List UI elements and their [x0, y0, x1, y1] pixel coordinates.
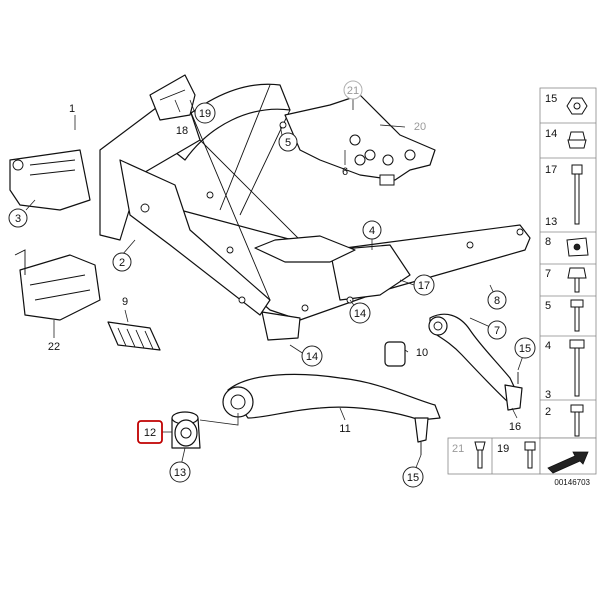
callout-14b: 14 — [354, 308, 366, 320]
panel-item-13: 13 — [545, 216, 557, 228]
callout-3-circle — [8, 208, 28, 228]
callout-6: 6 — [342, 166, 348, 178]
skid-plate — [107, 321, 161, 351]
callout-16: 16 — [509, 421, 521, 433]
callout-7: 7 — [494, 325, 500, 337]
panel-item-15: 15 — [545, 93, 557, 105]
tension-strut — [428, 313, 523, 411]
left-bracket — [9, 149, 91, 211]
callout-21-circle — [343, 80, 363, 100]
direction-arrow-icon — [547, 451, 589, 474]
callout-2-circle — [112, 252, 132, 272]
lower-control-arm — [222, 373, 441, 455]
callout-3: 3 — [15, 213, 21, 225]
callout-18: 18 — [176, 125, 188, 137]
callout-13-circle — [169, 461, 191, 483]
callout-15b: 15 — [407, 472, 419, 484]
panel-item-17: 17 — [545, 164, 557, 176]
panel-item-8: 8 — [545, 236, 551, 248]
rubber-stop — [384, 341, 406, 367]
callout-17-circle — [413, 274, 435, 296]
long-bolt-icon — [571, 164, 583, 175]
socket-bolt-icon — [570, 404, 584, 413]
bottom-hardware-row: 21 19 — [447, 437, 541, 475]
push-clip-icon — [474, 441, 486, 451]
callout-4: 4 — [369, 225, 375, 237]
panel-item-21: 21 — [452, 443, 464, 455]
callout-10: 10 — [416, 347, 428, 359]
callout-12: 12 — [144, 427, 156, 439]
hex-bolt-icon — [569, 339, 585, 349]
panel-item-5: 5 — [545, 300, 551, 312]
callout-15b-circle — [402, 466, 424, 488]
callout-15a-circle — [514, 337, 536, 359]
direction-arrow-box — [539, 437, 597, 475]
callout-1: 1 — [69, 103, 75, 115]
callout-5: 5 — [285, 137, 291, 149]
panel-item-7: 7 — [545, 268, 551, 280]
reinforcement-plate — [284, 94, 436, 186]
callout-21: 21 — [347, 85, 359, 97]
callout-15a: 15 — [519, 343, 531, 355]
callout-20: 20 — [414, 121, 426, 133]
panel-item-3: 3 — [545, 389, 551, 401]
panel-item-2: 2 — [545, 406, 551, 418]
panel-item-4: 4 — [545, 340, 551, 352]
callout-8-circle — [487, 290, 507, 310]
upper-bracket — [149, 74, 196, 121]
hardware-panel: 15 14 17 13 8 7 5 4 3 2 — [539, 87, 597, 439]
callout-19: 19 — [199, 108, 211, 120]
panel-item-19: 19 — [497, 443, 509, 455]
callout-4-circle — [362, 220, 382, 240]
control-arm-bushing — [171, 411, 201, 449]
callout-14a-circle — [301, 345, 323, 367]
panel-item-14: 14 — [545, 128, 557, 140]
callout-19-circle — [194, 102, 216, 124]
screw-icon — [570, 299, 584, 308]
callout-8: 8 — [494, 295, 500, 307]
heat-shield — [14, 249, 101, 321]
callout-14b-circle — [349, 302, 371, 324]
flange-nut-icon — [567, 139, 587, 149]
callout-5-circle — [278, 132, 298, 152]
bolt-icon — [524, 441, 536, 451]
callout-14a: 14 — [306, 351, 318, 363]
callout-11: 11 — [339, 423, 350, 435]
callout-9: 9 — [122, 296, 128, 308]
callout-22: 22 — [48, 341, 60, 353]
front-axle-subframe — [99, 83, 531, 341]
callout-12-highlight-box — [137, 420, 163, 444]
callout-2: 2 — [119, 257, 125, 269]
callout-7-circle — [487, 320, 507, 340]
callout-13: 13 — [174, 467, 186, 479]
callout-17: 17 — [418, 280, 430, 292]
nut-icon — [567, 267, 587, 279]
reference-number: 00146703 — [554, 478, 590, 487]
